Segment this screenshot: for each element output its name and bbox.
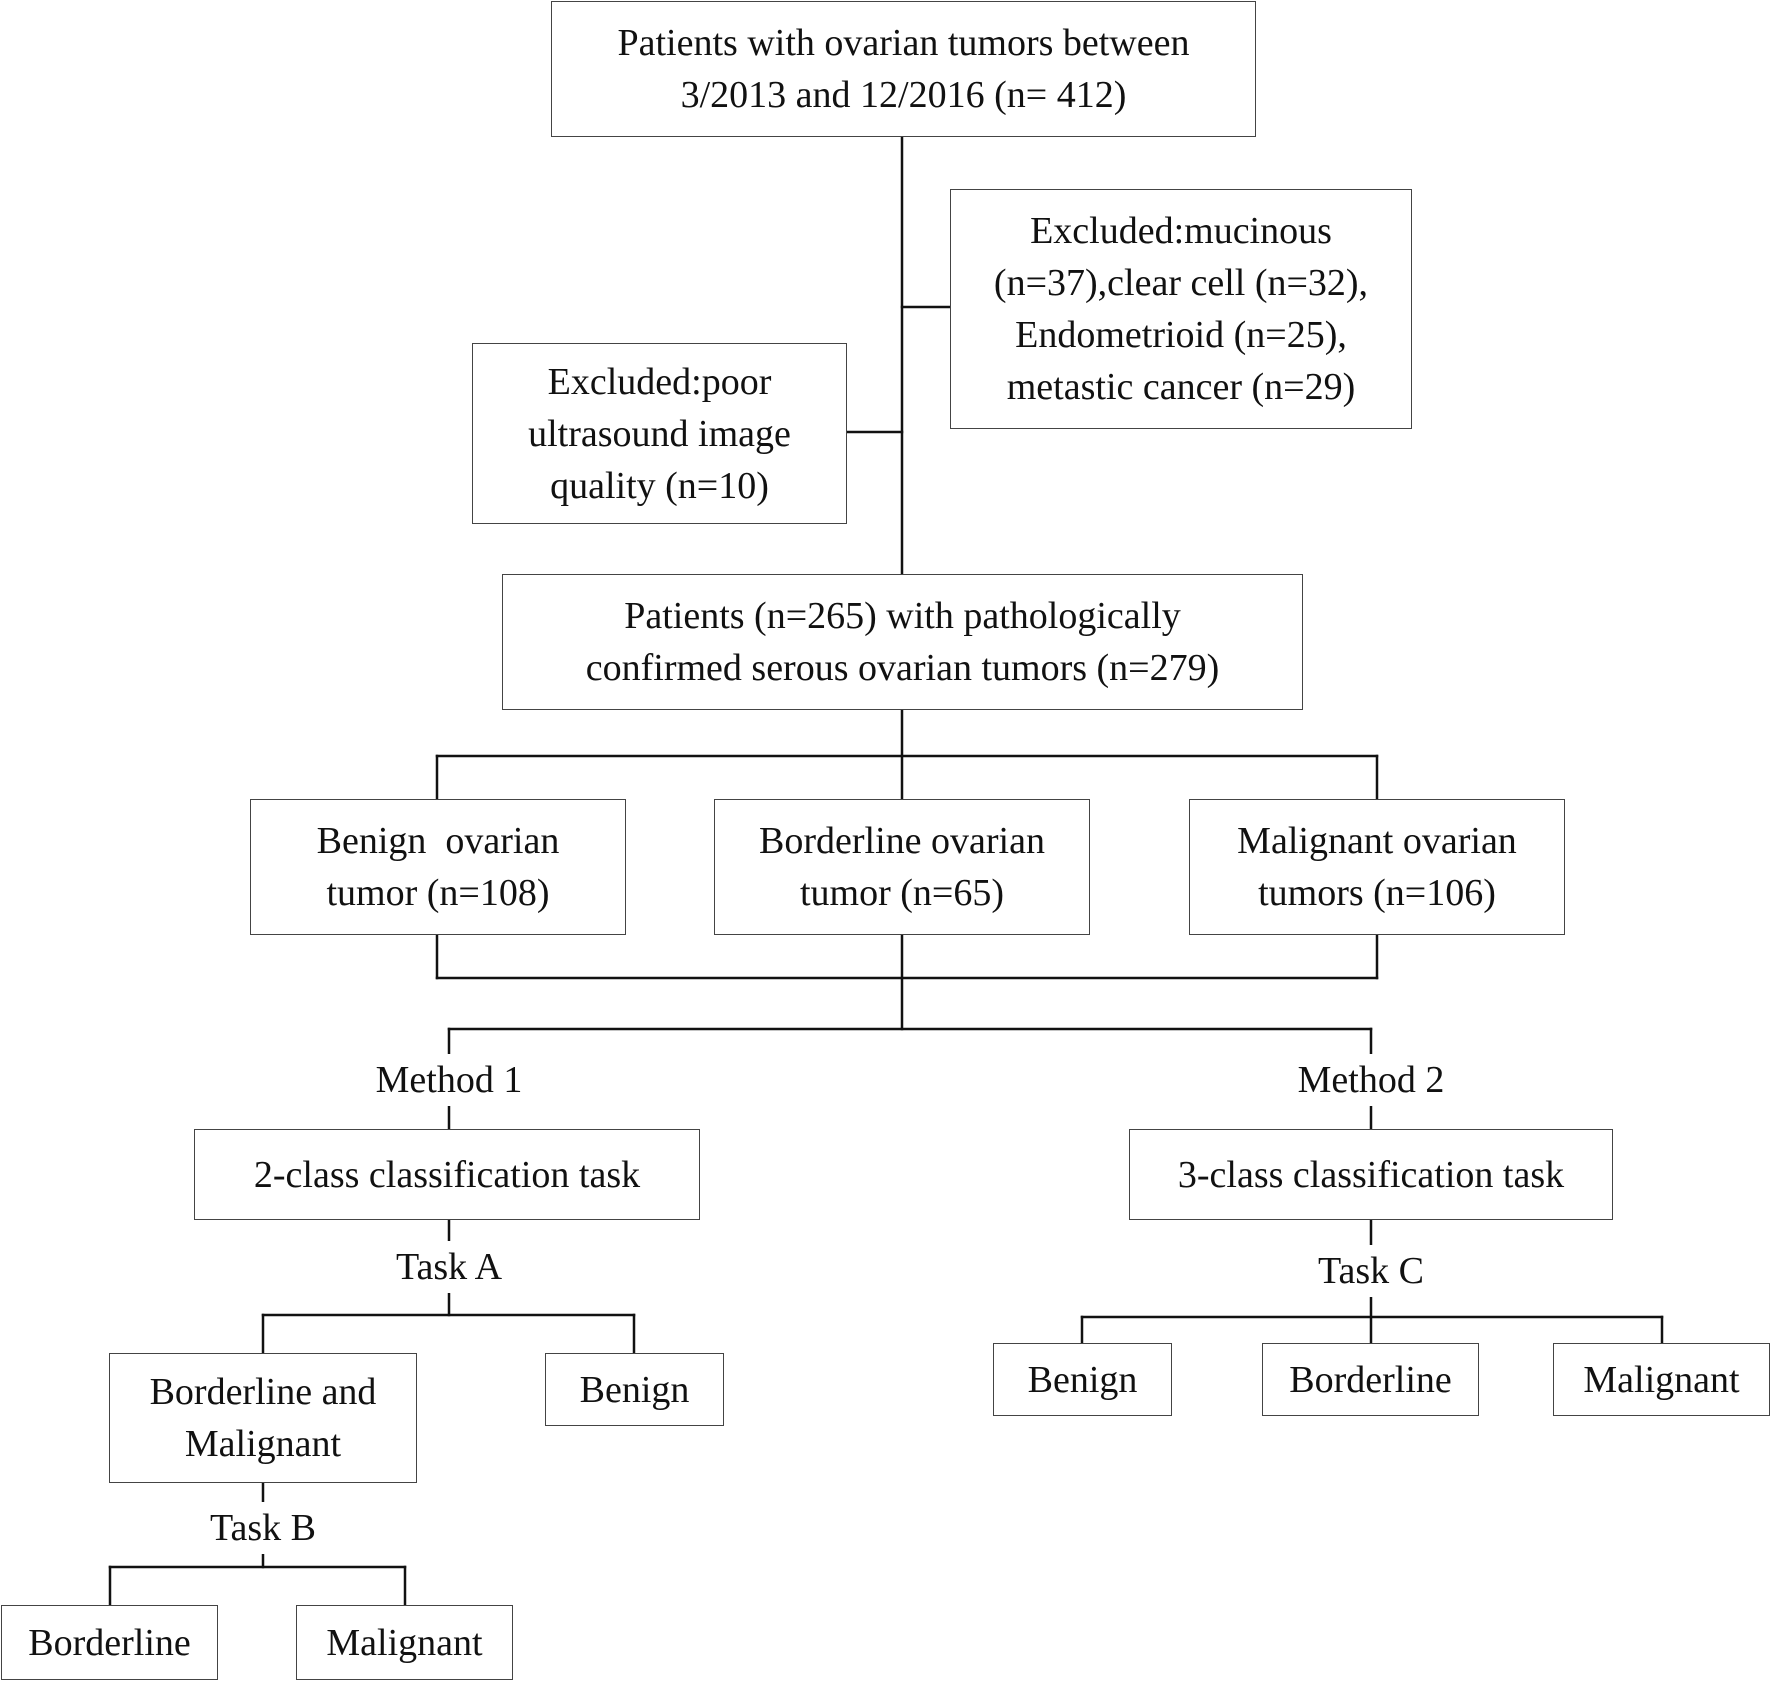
- label-task-a: Task A: [374, 1241, 524, 1293]
- text-line: metastic cancer (n=29): [1006, 366, 1356, 408]
- text-line: Borderline: [1289, 1358, 1452, 1401]
- text-line: confirmed serous ovarian tumors (n=279): [585, 647, 1220, 689]
- label-method-2: Method 2: [1271, 1054, 1471, 1106]
- text-line: (n=37),clear cell (n=32),: [993, 262, 1369, 304]
- box-task-c-malignant: Malignant: [1553, 1343, 1770, 1416]
- box-2-class-task: 2-class classification task: [194, 1129, 700, 1220]
- box-excluded-quality: Excluded:poor ultrasound image quality (…: [472, 343, 847, 524]
- text-line: 3-class classification task: [1177, 1153, 1565, 1196]
- text-line: 2-class classification task: [253, 1153, 641, 1196]
- label-task-c: Task C: [1296, 1245, 1446, 1297]
- box-borderline-tumor: Borderline ovarian tumor (n=65): [714, 799, 1090, 935]
- text-line: tumor (n=65): [799, 872, 1004, 914]
- box-patients-serous: Patients (n=265) with pathologically con…: [502, 574, 1303, 710]
- text-line: Excluded:mucinous: [1030, 210, 1332, 252]
- text-line: Patients (n=265) with pathologically: [624, 595, 1181, 637]
- box-task-c-borderline: Borderline: [1262, 1343, 1479, 1416]
- text-line: quality (n=10): [550, 464, 769, 507]
- box-task-b-malignant: Malignant: [296, 1605, 513, 1680]
- text-line: Benign: [1027, 1358, 1138, 1401]
- text-line: 3/2013 and 12/2016 (n= 412): [680, 74, 1127, 116]
- box-excluded-types: Excluded:mucinous (n=37),clear cell (n=3…: [950, 189, 1412, 429]
- text-line: Malignant: [184, 1423, 342, 1465]
- text-line: Excluded:poor: [547, 360, 772, 403]
- text-line: Malignant ovarian: [1237, 820, 1517, 862]
- box-malignant-tumor: Malignant ovarian tumors (n=106): [1189, 799, 1565, 935]
- text-line: Benign ovarian: [316, 820, 560, 862]
- text-line: ultrasound image: [528, 412, 791, 455]
- text-line: Patients with ovarian tumors between: [617, 22, 1190, 64]
- box-patients-all: Patients with ovarian tumors between 3/2…: [551, 1, 1256, 137]
- text-line: Endometrioid (n=25),: [1015, 314, 1347, 356]
- text-line: tumor (n=108): [326, 872, 550, 914]
- text-line: tumors (n=106): [1258, 872, 1496, 914]
- text-line: Malignant: [326, 1621, 483, 1664]
- box-task-b-borderline: Borderline: [1, 1605, 218, 1680]
- box-benign-tumor: Benign ovarian tumor (n=108): [250, 799, 626, 935]
- text-line: Borderline and: [149, 1371, 377, 1413]
- text-line: Malignant: [1583, 1358, 1740, 1401]
- text-line: Borderline: [28, 1621, 191, 1664]
- box-3-class-task: 3-class classification task: [1129, 1129, 1613, 1220]
- label-method-1: Method 1: [349, 1054, 549, 1106]
- box-borderline-and-malignant: Borderline and Malignant: [109, 1353, 417, 1483]
- label-task-b: Task B: [188, 1502, 338, 1554]
- text-line: Benign: [579, 1368, 690, 1411]
- text-line: Borderline ovarian: [759, 820, 1045, 862]
- box-task-c-benign: Benign: [993, 1343, 1172, 1416]
- box-task-a-benign: Benign: [545, 1353, 724, 1426]
